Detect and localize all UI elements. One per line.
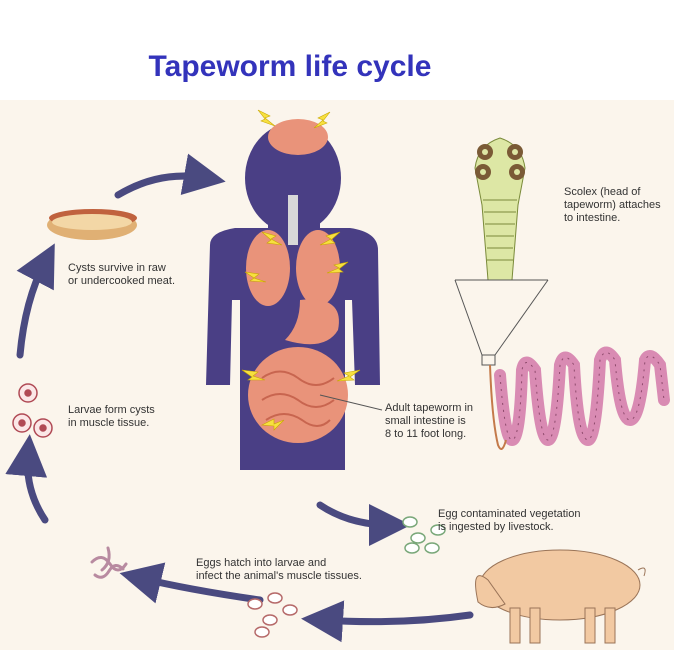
- brain: [268, 119, 328, 155]
- stomach: [285, 299, 339, 345]
- arrow-human-to-eggs: [316, 501, 411, 546]
- eggs-vegetation: [402, 516, 446, 554]
- right-lung: [296, 230, 340, 306]
- label-larvae-cysts: Larvae form cysts in muscle tissue.: [68, 404, 155, 429]
- zoom-lines: [454, 279, 549, 366]
- lightning-bolts: [241, 109, 361, 431]
- larvae: [90, 546, 128, 579]
- label-eggs-hatch: Eggs hatch into larvae and infect the an…: [196, 557, 362, 582]
- label-scolex: Scolex (head of tapeworm) attaches to in…: [564, 186, 661, 224]
- arrow-left-to-meat: [16, 243, 55, 359]
- adult-tapeworm: [494, 346, 670, 447]
- human-body: [206, 119, 380, 470]
- intestines: [248, 347, 348, 443]
- pig: [475, 549, 646, 644]
- arrow-pig-to-eggs: [301, 600, 474, 643]
- label-adult-tapeworm: Adult tapeworm in small intestine is 8 t…: [385, 402, 474, 440]
- arrow-cysts-up: [5, 434, 49, 524]
- arrow-larvae-left: [119, 562, 264, 604]
- hot-dog: [47, 209, 137, 240]
- adult-tapeworm-segments: [499, 352, 665, 441]
- cycle-arrows: [5, 153, 474, 643]
- eggs-ground: [247, 592, 298, 638]
- label-cysts-meat: Cysts survive in raw or undercooked meat…: [68, 262, 176, 287]
- diagram-title: Tapeworm life cycle: [148, 50, 432, 83]
- tapeworm-neck: [489, 364, 507, 450]
- label-egg-vegetation: Egg contaminated vegetation is ingested …: [438, 508, 581, 533]
- adult-leader-line: [319, 394, 383, 411]
- scolex: [474, 137, 526, 281]
- muscle-cysts: [12, 383, 53, 438]
- arrow-meat-to-human: [114, 153, 226, 199]
- left-lung: [246, 230, 290, 306]
